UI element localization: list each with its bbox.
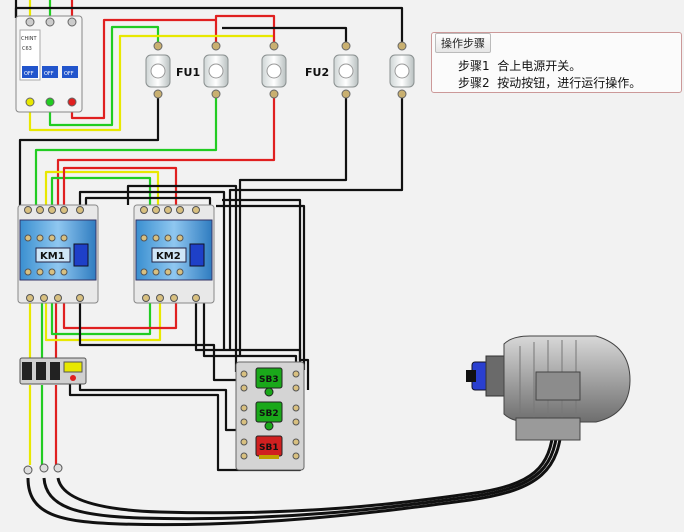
motor[interactable]	[466, 335, 631, 441]
breaker-toggle-1[interactable]	[22, 66, 38, 78]
contactor-km2[interactable]: KM2	[133, 204, 215, 304]
fuse-fu2-b[interactable]	[389, 41, 415, 99]
km1-terminals-top	[24, 206, 84, 242]
step-2-text: 步骤2 按动按钮，进行运行操作。	[458, 76, 642, 90]
wire-km-link-black3	[126, 184, 238, 372]
breaker-off-label-2: OFF	[44, 71, 54, 77]
wire-motor-cable-2	[42, 419, 560, 521]
wire-motor-cable-1	[26, 419, 564, 527]
km2-terminals-top	[140, 206, 200, 242]
button-sb2[interactable]: SB2	[255, 401, 283, 431]
km1-label: KM1	[40, 251, 65, 262]
wire-fu2-black	[238, 95, 348, 355]
fu1-label: FU1	[176, 66, 200, 79]
wire-km-return-red	[62, 300, 178, 330]
breaker-toggle-2[interactable]	[42, 66, 58, 78]
wire-km2-black-side2	[216, 204, 306, 370]
wire-km-link-black2	[84, 196, 212, 205]
wire-km-return-green	[50, 300, 152, 336]
step-1-text: 步骤1 合上电源开关。	[458, 59, 582, 73]
control-button-box: SB3 SB2 SB1	[235, 361, 305, 471]
breaker-terminal-top-2	[45, 17, 55, 27]
wire-black-top	[222, 26, 348, 45]
breaker-off-label-1: OFF	[24, 71, 34, 77]
sb2-label: SB2	[259, 409, 279, 419]
steps-tab[interactable]: 操作步骤	[435, 33, 491, 53]
button-sb3[interactable]: SB3	[255, 367, 283, 397]
contactor-km1[interactable]: KM1	[17, 204, 99, 304]
sb1-label: SB1	[259, 443, 279, 453]
sb3-label: SB3	[259, 375, 279, 385]
fuse-fu2-a[interactable]	[333, 41, 359, 99]
wire-km-link-yellow	[44, 170, 160, 205]
wire-ol-black2	[78, 378, 244, 432]
km1-indicator	[73, 243, 89, 267]
wire-km-black-bottom	[78, 300, 244, 382]
wire-black-top2	[14, 6, 404, 45]
fuse-group: FU1 FU2	[145, 41, 415, 99]
wire-breaker-fu1-red	[70, 18, 218, 120]
breaker-toggle-3[interactable]	[62, 66, 78, 78]
breaker-brand-label: CHINT	[21, 36, 37, 42]
wire-breaker-fu1-green	[48, 25, 160, 127]
wire-km2-black-side	[222, 198, 310, 390]
button-box-terminals	[240, 370, 300, 460]
wire-fu-down-green	[34, 95, 218, 205]
wire-motor-cable-3	[56, 419, 556, 515]
breaker-off-label-3: OFF	[64, 71, 74, 77]
wires	[14, 0, 564, 527]
breaker-terminal-top-3	[67, 17, 77, 27]
km1-terminals-bottom	[24, 268, 84, 302]
breaker-terminal-bottom-2	[45, 97, 55, 107]
wire-red-top	[214, 14, 276, 45]
fuse-fu1-b[interactable]	[203, 41, 229, 99]
breaker-terminal-bottom-3	[67, 97, 77, 107]
fu2-label: FU2	[305, 66, 329, 79]
fuse-fu1-c[interactable]	[261, 41, 287, 99]
breaker-terminal-bottom-1	[25, 97, 35, 107]
wire-fu-down-red	[56, 95, 276, 205]
fuse-fu1-a[interactable]	[145, 41, 171, 99]
wire-km-return-yellow	[44, 300, 162, 342]
km2-terminals-bottom	[140, 268, 200, 302]
motor-lead-terminals	[23, 463, 63, 475]
km2-label: KM2	[156, 251, 181, 262]
breaker-rating-label: C63	[22, 46, 32, 52]
wire-fu-down-black	[18, 95, 160, 205]
wire-km-link-black	[78, 190, 226, 350]
wire-fu2-black2	[228, 95, 404, 350]
breaker-terminal-top-1	[25, 17, 35, 27]
circuit-breaker[interactable]: CHINT C63 OFF OFF OFF	[15, 15, 83, 113]
thermal-overload-relay[interactable]	[19, 357, 87, 385]
button-sb1[interactable]: SB1	[255, 435, 283, 459]
km2-indicator	[189, 243, 205, 267]
